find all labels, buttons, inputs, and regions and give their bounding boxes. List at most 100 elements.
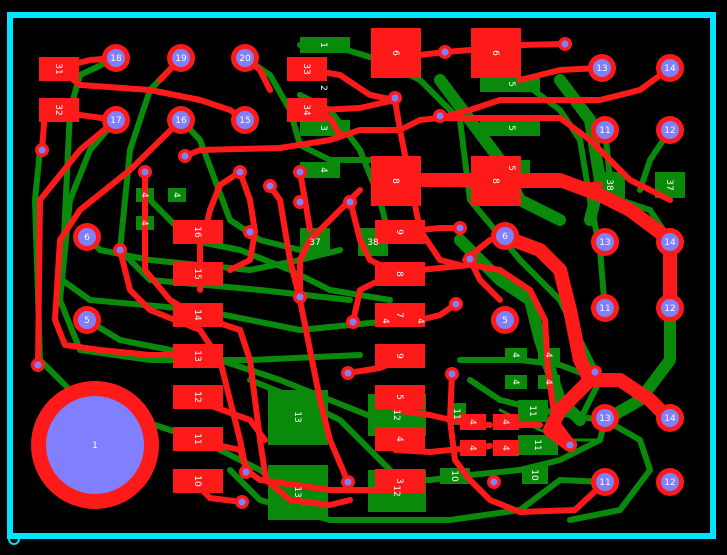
pad-13a-hole [593,59,611,77]
bottom-label-11c: 11 [532,439,542,450]
pad-label-12a: 12 [664,126,675,136]
smd-label-34: 34 [301,104,311,116]
smd-10 [173,469,223,493]
pad-label-13c: 13 [599,414,610,424]
smd-9b [375,344,425,368]
bottom-label-4: 4 [318,167,328,173]
smd-label-9a: 9 [394,229,404,235]
bottom-label-4f: 4 [510,379,520,385]
pad-14b-hole [661,233,679,251]
bottom-label-38b: 38 [367,238,379,248]
pad-19-hole [172,49,190,67]
bottom-label-4h: 4 [380,318,390,324]
pad-label-15: 15 [239,116,250,126]
bottom-pad-1 [300,37,350,53]
pad-11b-hole [596,299,614,317]
pad-17-hole [107,111,125,129]
labels: 18 19 20 17 16 15 6 5 13 14 11 12 13 14 … [53,42,676,498]
smd-15 [173,262,223,286]
bottom-pad-10b [522,466,548,484]
bottom-label-4i: 4 [415,318,425,324]
bottom-label-10b: 10 [529,469,539,481]
smd-8a [375,262,425,286]
through-hole-pads [31,44,684,509]
bottom-label-37a: 37 [664,179,674,190]
smd-label-5: 5 [394,394,404,400]
bottom-label-12b: 12 [391,485,401,496]
bottom-label-10a: 10 [449,470,459,482]
smd-13 [173,344,223,368]
board-outline [7,12,716,539]
pad-label-11a: 11 [599,126,610,136]
pad-label-14a: 14 [664,64,676,74]
smd-16 [173,220,223,244]
bottom-label-37b: 37 [309,238,320,248]
pad-14c-hole [661,409,679,427]
bottom-label-4d: 4 [510,352,520,358]
pad-12c-hole [661,473,679,491]
pad-label-12b: 12 [664,304,675,314]
smd-label-3: 3 [394,478,404,484]
pad-14a-hole [661,59,679,77]
smd-label-4-low: 4 [500,445,510,451]
pad-label-14c: 14 [664,414,676,424]
smd-big-8a [371,156,421,206]
smd-label-4-left: 4 [467,419,477,425]
bottom-label-11a: 11 [451,408,461,419]
pad-16-hole [172,111,190,129]
bottom-label-4e: 4 [543,352,553,358]
bottom-label-4b: 4 [171,192,181,198]
smd-31 [39,57,79,81]
pad-11c-hole [596,473,614,491]
smd-label-13: 13 [192,350,202,361]
smd-big-6a [371,28,421,78]
smd-5 [375,385,425,409]
pad-11a-hole [596,121,614,139]
pad-6-left-hole [78,228,96,246]
pad-5-mid-hole [496,311,514,329]
bottom-label-4c: 4 [139,220,149,226]
smd-9a [375,220,425,244]
bottom-label-12a: 12 [391,409,401,420]
pad-20-hole [236,49,254,67]
smd-big-8b [471,156,521,206]
bottom-pad-4d [505,348,527,362]
smd-4-right [493,414,519,430]
smd-label-4-right: 4 [500,419,510,425]
top-copper-layer [35,41,677,515]
smd-label-big-6b: 6 [490,50,500,56]
pad-label-16: 16 [175,116,187,126]
pad-label-12c: 12 [664,478,675,488]
bottom-pad-11b [518,400,548,422]
bottom-label-5b: 5 [506,125,516,131]
big-pad-hole [46,396,144,494]
bottom-pad-4 [300,162,340,178]
smd-label-9b: 9 [394,353,404,359]
pad-label-5-left: 5 [84,316,90,326]
pad-label-19: 19 [175,54,187,64]
bottom-label-2: 2 [318,85,328,91]
vias [31,37,602,509]
top-smd-pads [39,28,521,493]
smd-4 [375,427,425,451]
smd-label-31: 31 [53,63,63,74]
bottom-label-4a: 4 [139,192,149,198]
smd-14 [173,303,223,327]
smd-label-11: 11 [192,433,202,444]
pad-label-11b: 11 [599,304,610,314]
smd-4-low [493,440,519,456]
smd-3 [375,469,425,493]
smd-34 [287,98,327,122]
smd-label-big-8a: 8 [390,178,400,184]
smd-label-8a: 8 [394,271,404,277]
smd-7 [375,303,425,327]
smd-11 [173,427,223,451]
pad-label-17: 17 [110,116,121,126]
smd-label-4: 4 [394,436,404,442]
pad-label-20: 20 [239,54,251,64]
pad-label-big: 1 [92,441,98,451]
smd-label-16: 16 [192,226,202,238]
pad-label-18: 18 [110,54,122,64]
pad-label-11c: 11 [599,478,610,488]
